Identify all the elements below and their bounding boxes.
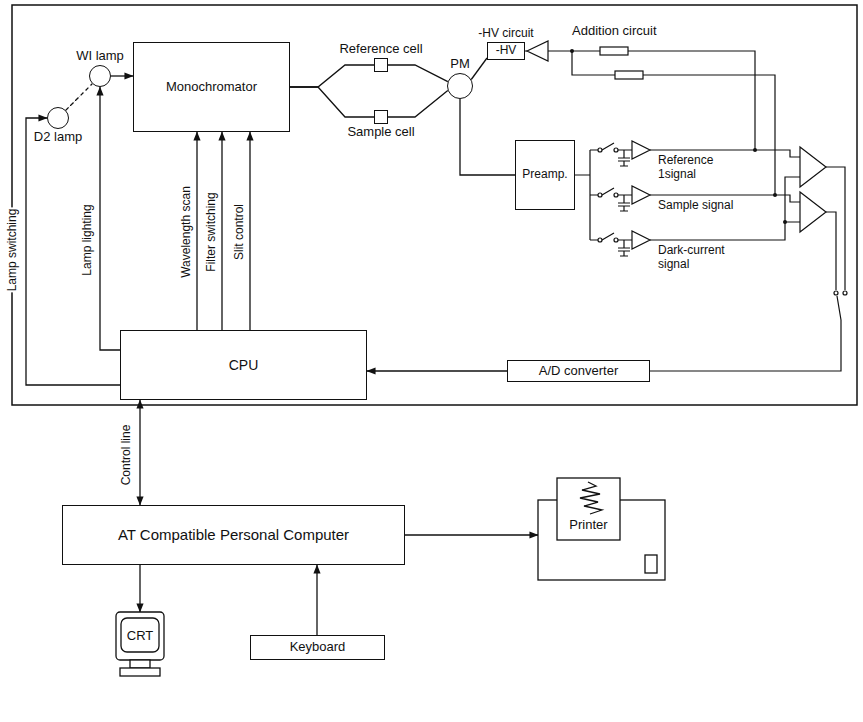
node-label: Monochromator <box>166 80 257 95</box>
cell-box: Reference cell <box>374 58 388 72</box>
connector <box>249 132 250 330</box>
lamp-circle: D2 lamp <box>47 107 69 129</box>
photomultiplier-circle: PM <box>447 73 473 99</box>
cell-box: Sample cell <box>374 110 388 124</box>
connector <box>388 65 448 82</box>
node-heading: Printer <box>557 518 620 533</box>
crt-node: CRT <box>116 612 164 660</box>
node-label: AT Compatible Personal Computer <box>118 526 349 543</box>
node-label: A/D converter <box>539 364 618 379</box>
monitor-screen <box>121 618 159 652</box>
switch-contact <box>834 291 838 295</box>
printer-node: Printer <box>538 478 665 580</box>
connector <box>471 58 487 80</box>
junction-dot <box>783 220 787 224</box>
switch-contact <box>614 193 618 197</box>
connector <box>111 75 133 76</box>
connector <box>316 565 317 635</box>
node-label: Keyboard <box>290 640 346 655</box>
connector <box>290 65 374 87</box>
junction-dot <box>753 148 757 152</box>
switch-contact <box>843 291 847 295</box>
lamp-circle: WI lamp <box>89 65 111 87</box>
connector <box>139 400 140 505</box>
signal-wire <box>525 51 845 371</box>
connector <box>367 370 507 371</box>
circuit-label: Addition circuit <box>572 24 672 39</box>
node-label: Preamp. <box>522 168 567 182</box>
signal-label: Filter switching <box>205 191 218 272</box>
amplifier-symbol <box>527 41 548 61</box>
signal-label: Control line <box>120 424 133 487</box>
signal-label: Slit control <box>233 203 246 261</box>
difference-amplifier <box>800 192 826 232</box>
printer-illustration <box>538 478 665 580</box>
junction-dot <box>570 49 574 53</box>
monitor-neck <box>130 660 150 668</box>
buffer-amplifier <box>632 186 650 204</box>
printer-button <box>645 555 657 573</box>
process-box: AT Compatible Personal Computer <box>62 505 405 565</box>
connector <box>26 118 120 385</box>
buffer-amplifier <box>632 141 650 159</box>
switch-arm <box>602 143 841 320</box>
capacitor-symbol <box>618 150 630 256</box>
connector <box>460 99 515 175</box>
process-box: Monochromator <box>133 42 290 132</box>
node-label: CRT <box>127 629 153 644</box>
connector <box>405 534 538 535</box>
signal-label: Sample signal <box>658 199 736 213</box>
signal-label: Wavelength scan <box>180 185 193 279</box>
monitor-base <box>120 668 160 676</box>
difference-amplifier <box>800 147 826 187</box>
spectrum-trace <box>580 482 602 514</box>
connector <box>196 132 197 330</box>
resistor-symbol <box>615 71 643 79</box>
node-heading: Sample cell <box>347 125 414 140</box>
switch-contact <box>598 148 602 152</box>
process-box: CPU <box>120 330 367 400</box>
printer-paper <box>557 478 620 540</box>
process-box: Preamp. <box>515 140 575 210</box>
buffer-amplifier <box>632 141 826 249</box>
connector <box>139 565 140 612</box>
switch-contact <box>598 193 602 197</box>
node-heading: PM <box>450 57 470 72</box>
switch-symbol <box>598 143 847 320</box>
crt-illustration <box>116 612 164 676</box>
resistor-symbol <box>600 47 628 55</box>
connector <box>221 132 222 330</box>
node-heading: D2 lamp <box>34 130 82 145</box>
junction-dot <box>773 193 777 197</box>
node-label: -HV <box>496 44 517 58</box>
node-heading: WI lamp <box>76 49 124 64</box>
signal-label: Reference 1signal <box>658 154 736 182</box>
instrument-frame <box>12 5 857 405</box>
junction-dot <box>570 49 787 224</box>
connector <box>100 87 120 350</box>
switch-contact <box>614 238 618 242</box>
monitor-housing <box>116 612 164 660</box>
switch-contact <box>614 148 618 152</box>
process-box: Keyboard <box>250 635 385 660</box>
node-label: CPU <box>229 357 259 373</box>
switch-contact <box>598 238 602 242</box>
connector <box>66 84 92 110</box>
connector <box>290 87 374 117</box>
buffer-amplifier <box>632 231 650 249</box>
signal-label: Dark-current signal <box>658 244 736 272</box>
connector <box>388 90 448 117</box>
signal-label: Lamp switching <box>6 208 19 293</box>
node-heading: Reference cell <box>339 42 422 57</box>
signal-label: Lamp lighting <box>81 203 94 276</box>
hv-box: -HV circuit-HV <box>487 42 525 60</box>
process-box: A/D converter <box>507 360 650 382</box>
node-heading: -HV circuit <box>478 27 533 41</box>
